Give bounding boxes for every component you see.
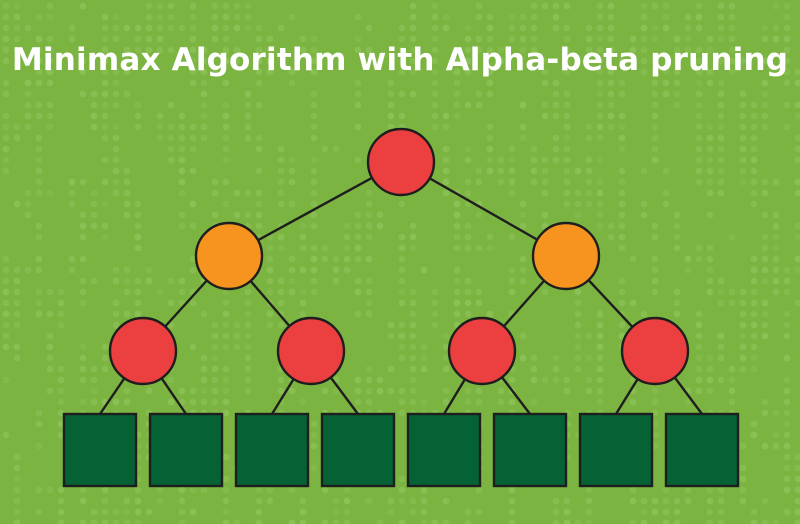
min-node	[531, 221, 601, 291]
max-node	[108, 316, 178, 386]
leaf-node	[234, 412, 310, 488]
leaf-node	[320, 412, 396, 488]
max-node	[276, 316, 346, 386]
max-node	[447, 316, 517, 386]
tree-edges	[99, 160, 703, 415]
root-max-node	[366, 127, 436, 197]
max-node	[620, 316, 690, 386]
diagram-title: Minimax Algorithm with Alpha-beta prunin…	[11, 42, 789, 78]
tree-nodes	[62, 127, 740, 488]
leaf-node	[578, 412, 654, 488]
min-node	[194, 221, 264, 291]
leaf-node	[406, 412, 482, 488]
leaf-node	[664, 412, 740, 488]
leaf-node	[148, 412, 224, 488]
leaf-node	[492, 412, 568, 488]
leaf-node	[62, 412, 138, 488]
